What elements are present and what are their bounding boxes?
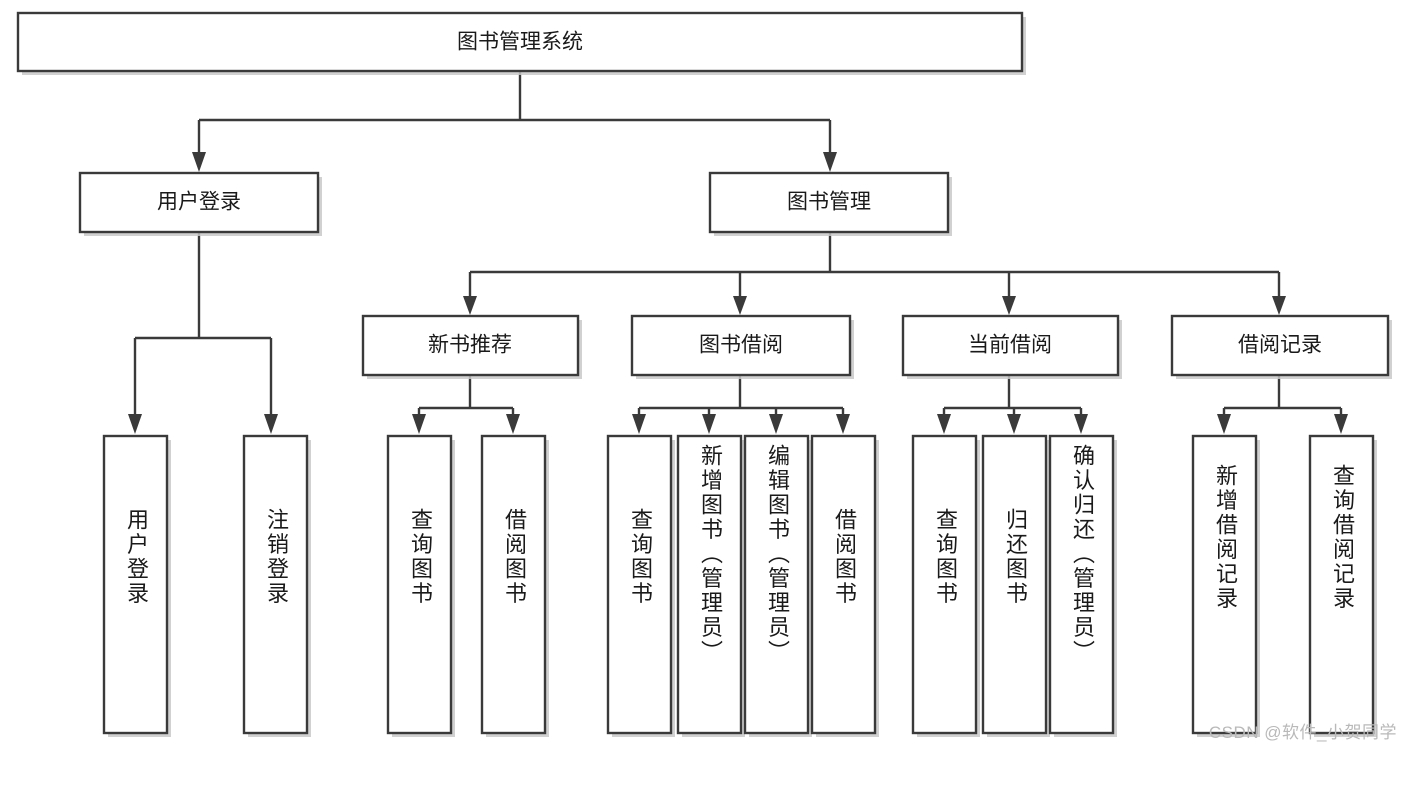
book-borrow-box[interactable] — [630, 314, 852, 377]
connector-book-borrow-trunk — [637, 375, 845, 420]
connector-current-borrow-trunk — [942, 375, 1083, 420]
connector-user-login-trunk — [133, 232, 273, 420]
arrowhead-to-book-borrow — [733, 296, 747, 315]
node-book-borrow[interactable]: 图书借阅 — [630, 314, 854, 379]
node-root[interactable]: 图书管理系统 — [16, 11, 1026, 75]
arrowhead-leaf-borrow-book-2 — [836, 414, 850, 434]
leaf-box-borrow-book-1[interactable] — [480, 434, 547, 735]
arrowhead-leaf-add-record — [1217, 414, 1231, 434]
arrowhead-to-borrow-record — [1272, 296, 1286, 315]
leaf-box-return-book[interactable] — [981, 434, 1048, 735]
connector-new-book-rec-trunk — [417, 375, 515, 420]
csdn-watermark: CSDN @软件_小贺同学 — [1208, 723, 1397, 742]
node-user-login[interactable]: 用户登录 — [78, 171, 322, 236]
root-box[interactable] — [16, 11, 1024, 73]
new-book-rec-box[interactable] — [361, 314, 580, 377]
borrow-record-label: 借阅记录 — [1238, 334, 1322, 357]
borrow-record-box[interactable] — [1170, 314, 1390, 377]
leaf-box-edit-book[interactable] — [743, 434, 810, 735]
node-borrow-record[interactable]: 借阅记录 — [1170, 314, 1392, 379]
arrowhead-leaf-query-book-1 — [412, 414, 426, 434]
arrowhead-leaf-logout — [264, 414, 278, 434]
arrowhead-leaf-query-book-2 — [632, 414, 646, 434]
leaf-box-query-book-3[interactable] — [911, 434, 978, 735]
leaf-box-query-book-2[interactable] — [606, 434, 673, 735]
arrowhead-leaf-query-book-3 — [937, 414, 951, 434]
arrowhead-leaf-query-record — [1334, 414, 1348, 434]
root-label: 图书管理系统 — [457, 31, 583, 54]
leaf-box-query-record[interactable] — [1308, 434, 1375, 735]
new-book-rec-label: 新书推荐 — [428, 334, 512, 357]
user-login-box[interactable] — [78, 171, 320, 234]
arrowhead-leaf-edit-book — [769, 414, 783, 434]
book-manage-label: 图书管理 — [787, 191, 871, 214]
arrowhead-leaf-user-login — [128, 414, 142, 434]
arrowhead-leaf-borrow-book-1 — [506, 414, 520, 434]
connector-layer — [128, 71, 1348, 434]
leaf-box-layer — [102, 434, 1377, 737]
user-login-label: 用户登录 — [157, 191, 241, 214]
current-borrow-box[interactable] — [901, 314, 1120, 377]
current-borrow-label: 当前借阅 — [968, 334, 1052, 357]
arrowhead-leaf-confirm-return — [1074, 414, 1088, 434]
connector-borrow-record-trunk — [1222, 375, 1343, 420]
leaf-box-logout[interactable] — [242, 434, 309, 735]
book-manage-box[interactable] — [708, 171, 950, 234]
connector-root-trunk — [197, 71, 832, 158]
leaf-box-add-record[interactable] — [1191, 434, 1258, 735]
arrowhead-to-user-login — [192, 152, 206, 172]
arrowhead-leaf-add-book — [702, 414, 716, 434]
connector-book-manage-trunk — [468, 232, 1281, 300]
node-book-manage[interactable]: 图书管理 — [708, 171, 952, 236]
leaf-box-confirm-return[interactable] — [1048, 434, 1115, 735]
node-new-book-rec[interactable]: 新书推荐 — [361, 314, 582, 379]
arrowhead-leaf-return-book — [1007, 414, 1021, 434]
arrowhead-to-new-book-rec — [463, 296, 477, 315]
arrowhead-to-book-manage — [823, 152, 837, 172]
flowchart-canvas: 图书管理系统 用户登录 图书管理 新书推荐 图书借阅 当前借阅 — [16, 11, 1392, 737]
book-borrow-label: 图书借阅 — [699, 334, 783, 357]
node-current-borrow[interactable]: 当前借阅 — [901, 314, 1122, 379]
leaf-box-borrow-book-2[interactable] — [810, 434, 877, 735]
arrowhead-to-current-borrow — [1002, 296, 1016, 315]
leaf-box-add-book[interactable] — [676, 434, 743, 735]
diagram-root: 图书管理系统 用户登录 图书管理 新书推荐 图书借阅 当前借阅 — [16, 11, 1397, 742]
leaf-box-query-book-1[interactable] — [386, 434, 453, 735]
leaf-box-user-login[interactable] — [102, 434, 169, 735]
